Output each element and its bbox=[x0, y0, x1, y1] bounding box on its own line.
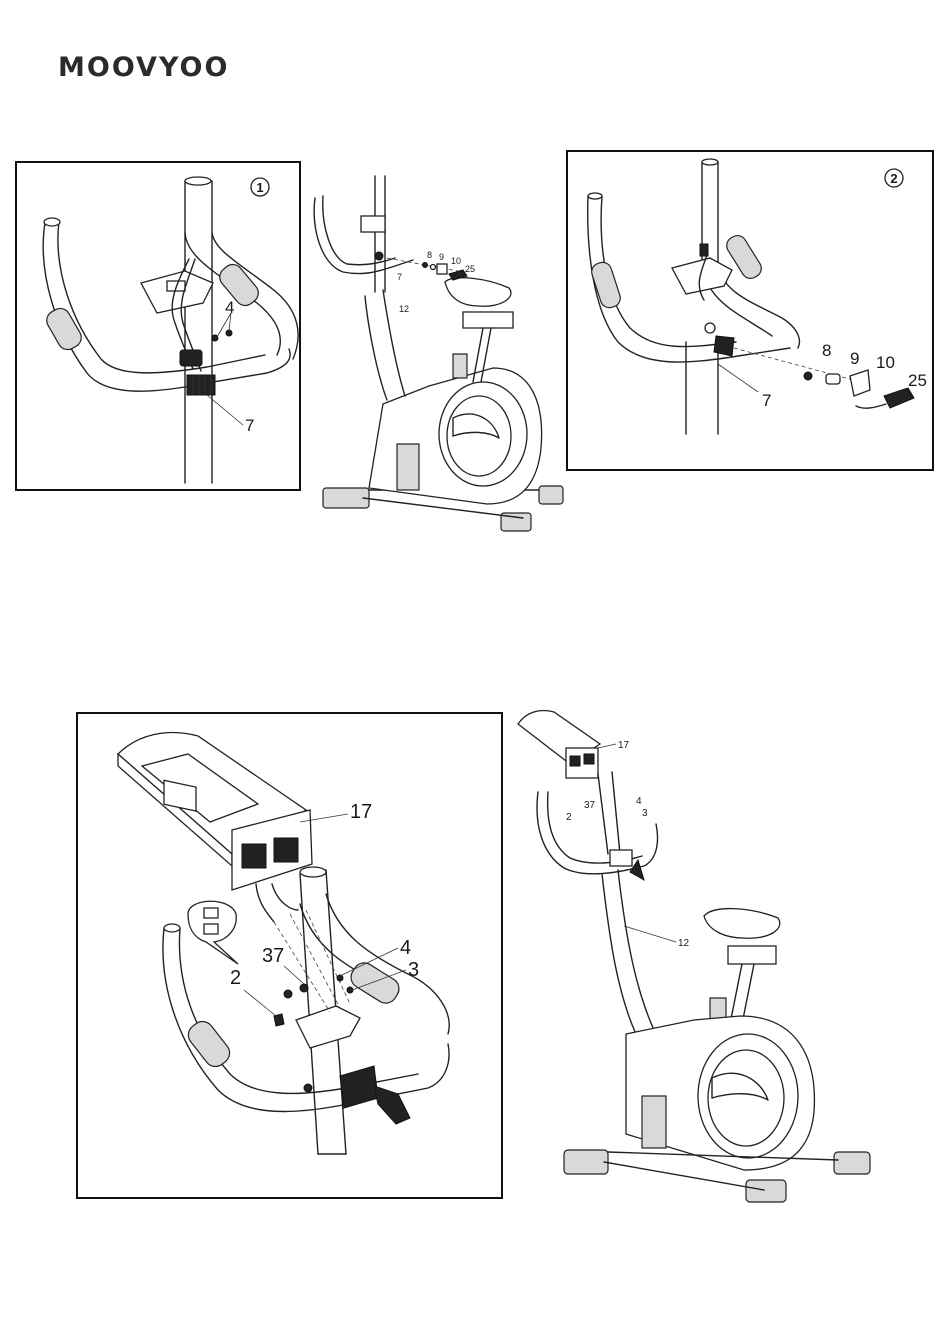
rear-foot-right bbox=[834, 1152, 870, 1174]
callout-25: 25 bbox=[465, 264, 475, 274]
rear-foot-right bbox=[539, 486, 563, 504]
callout-8: 8 bbox=[822, 341, 831, 360]
seat bbox=[704, 909, 780, 939]
callout-4: 4 bbox=[400, 937, 411, 959]
speaker-left bbox=[242, 844, 266, 868]
washer-37 bbox=[284, 990, 292, 998]
callout-10: 10 bbox=[451, 256, 461, 266]
callout-12: 12 bbox=[399, 304, 409, 314]
mounting-plate bbox=[672, 258, 732, 294]
overview-bike-console: 17 37 4 3 2 12 bbox=[514, 704, 876, 1208]
callout-3: 3 bbox=[408, 959, 419, 981]
seat-rail bbox=[463, 312, 513, 328]
pulse-grip-left bbox=[184, 1017, 234, 1071]
callout-3: 3 bbox=[642, 808, 648, 819]
callout-2: 2 bbox=[230, 967, 241, 989]
knob-housing bbox=[714, 336, 734, 356]
brand-logo: MOOVYOO bbox=[58, 52, 229, 83]
flywheel-cover bbox=[447, 396, 511, 476]
overview-handlebar bbox=[314, 198, 413, 274]
pulse-grip-right bbox=[347, 959, 403, 1008]
speaker-right bbox=[274, 838, 298, 862]
callout-12: 12 bbox=[678, 938, 690, 949]
seat bbox=[445, 278, 511, 307]
detail-handlebar-cable: 1 4 7 bbox=[15, 161, 301, 491]
pulse-grip-left bbox=[43, 305, 85, 353]
part-9-spacer bbox=[826, 374, 840, 384]
overview-bike-knob: 8 9 10 25 7 12 bbox=[303, 168, 565, 540]
callout-25: 25 bbox=[908, 371, 927, 390]
front-foot bbox=[323, 488, 369, 508]
detail-tension-knob: 2 8 9 10 25 7 bbox=[566, 150, 934, 471]
main-upright bbox=[602, 870, 654, 1034]
callout-4: 4 bbox=[636, 796, 642, 807]
part-25-knob bbox=[884, 388, 914, 408]
callout-37: 37 bbox=[262, 945, 284, 967]
callout-2: 2 bbox=[566, 812, 572, 823]
knob-housing bbox=[340, 1066, 378, 1108]
detail-console-connection: 17 37 4 3 2 bbox=[76, 712, 503, 1199]
part-8-washer bbox=[804, 372, 812, 380]
console-cable bbox=[256, 884, 298, 922]
rear-foot-left bbox=[746, 1180, 786, 1202]
callout-17: 17 bbox=[618, 740, 630, 751]
callout-10: 10 bbox=[876, 353, 895, 372]
mounting-plate bbox=[141, 271, 213, 313]
upright-post bbox=[686, 342, 718, 434]
callout-17: 17 bbox=[350, 801, 372, 823]
callout-7: 7 bbox=[397, 272, 402, 282]
flywheel-cover bbox=[708, 1050, 784, 1146]
front-foot bbox=[564, 1150, 608, 1174]
callout-4: 4 bbox=[225, 298, 234, 317]
callout-8: 8 bbox=[427, 250, 432, 260]
step-badge-number: 2 bbox=[890, 171, 897, 186]
cable-connector bbox=[180, 350, 202, 366]
pedal bbox=[397, 444, 419, 490]
callout-9: 9 bbox=[439, 252, 444, 262]
tension-knob bbox=[374, 1086, 410, 1124]
callout-7: 7 bbox=[245, 416, 254, 435]
callout-9: 9 bbox=[850, 349, 859, 368]
pedal bbox=[642, 1096, 666, 1148]
upright-post bbox=[185, 181, 212, 483]
overview-plate bbox=[361, 216, 385, 232]
seat-rail bbox=[728, 946, 776, 964]
callout-7: 7 bbox=[762, 391, 771, 410]
step-badge-number: 1 bbox=[256, 180, 263, 195]
part-10-bracket bbox=[850, 370, 870, 396]
mounting-plate bbox=[296, 1006, 360, 1048]
overview-post-top bbox=[598, 772, 620, 854]
seat-post bbox=[730, 964, 754, 1024]
callout-37: 37 bbox=[584, 800, 596, 811]
